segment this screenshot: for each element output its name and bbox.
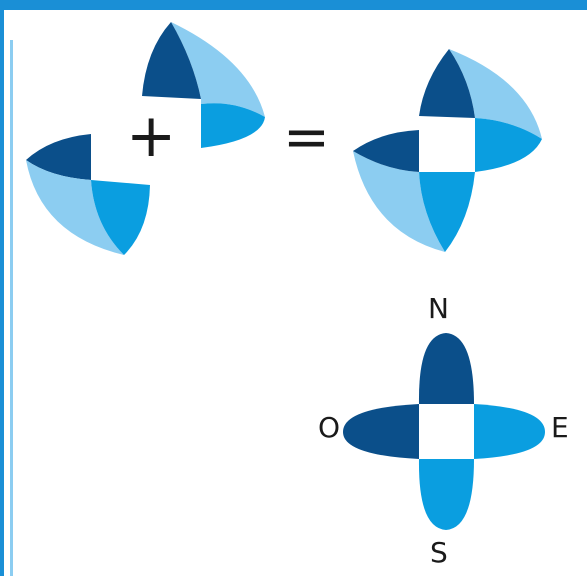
sphere-segment-dark xyxy=(353,130,419,172)
compass-east-petal xyxy=(474,404,545,459)
sphere-segment-light xyxy=(353,151,445,252)
sphere-segment-light xyxy=(449,49,542,139)
compass-cross xyxy=(343,333,545,530)
frame-top-bar xyxy=(0,0,587,10)
compass-label-north: N xyxy=(428,292,449,325)
sphere-segment-light xyxy=(171,22,265,117)
sphere-segment-mid xyxy=(201,103,265,148)
plus-sign: + xyxy=(126,101,177,171)
compass-south-petal xyxy=(418,459,474,530)
combined-sphere xyxy=(353,49,542,252)
compass-west-petal xyxy=(343,404,419,459)
compass-label-east: E xyxy=(551,411,569,444)
compass-label-west: O xyxy=(318,411,341,444)
quarter-sphere-lower-left xyxy=(26,134,150,255)
frame-left-stripe-light xyxy=(10,40,13,576)
equals-sign: = xyxy=(283,105,330,170)
sphere-segment-mid xyxy=(419,172,475,252)
frame-left-stripe xyxy=(0,10,4,576)
compass-label-south: S xyxy=(430,536,448,569)
compass-north-petal xyxy=(418,333,474,404)
sphere-segment-dark xyxy=(26,134,91,180)
sphere-segment-dark xyxy=(142,22,201,99)
sphere-segment-mid xyxy=(475,118,542,172)
sphere-segment-light xyxy=(26,160,124,255)
quarter-sphere-upper-right xyxy=(142,22,265,148)
sphere-segment-dark xyxy=(419,49,475,118)
sphere-segment-mid xyxy=(91,180,150,255)
